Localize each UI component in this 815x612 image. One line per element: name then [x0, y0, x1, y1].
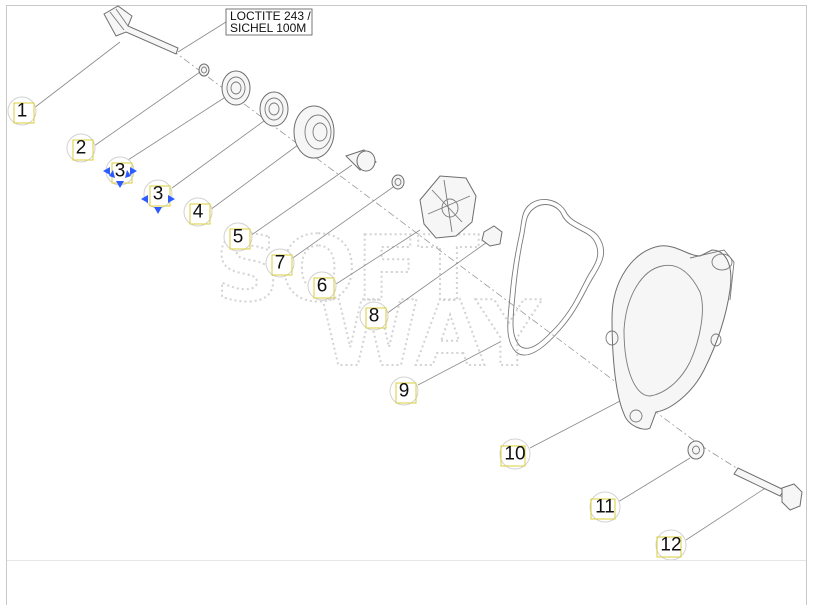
part-7-impeller	[419, 175, 477, 239]
part-3-bearing-a	[221, 70, 251, 106]
loctite-note: LOCTITE 243 / SICHEL 100M	[225, 8, 313, 36]
watermark-line2: WAY	[320, 282, 543, 387]
part-2-ring	[198, 63, 210, 77]
callout-4-label: 4	[193, 202, 204, 223]
part-10-pump-cover	[605, 245, 735, 430]
callout-6[interactable]: 6	[307, 271, 337, 301]
callout-8-label: 8	[369, 306, 380, 327]
part-9-gasket	[507, 199, 605, 356]
callout-7[interactable]: 7	[265, 248, 295, 278]
callout-3-second[interactable]: 3	[141, 179, 175, 214]
note-leader	[177, 21, 227, 53]
part-1-shaft	[103, 5, 179, 55]
note-line2: SICHEL 100M	[230, 21, 306, 35]
part-4-seal	[293, 105, 335, 159]
callout-8[interactable]: 8	[359, 301, 389, 331]
callout-3-second-label: 3	[153, 184, 164, 205]
callout-10-label: 10	[504, 444, 525, 465]
callout-3-first-label: 3	[115, 161, 126, 182]
part-5-sleeve	[345, 149, 377, 172]
callout-12[interactable]: 12	[655, 529, 687, 561]
callout-2[interactable]: 2	[66, 133, 96, 163]
callout-10[interactable]: 10	[499, 438, 531, 470]
selection-markers-3-first	[103, 167, 137, 188]
leader-lines	[33, 41, 771, 541]
part-12-bolt	[733, 467, 803, 511]
callout-11-label: 11	[595, 497, 615, 518]
callout-1-label: 1	[17, 101, 28, 122]
callout-4[interactable]: 4	[183, 197, 213, 227]
callout-12-label: 12	[660, 535, 681, 556]
callout-9-label: 9	[399, 381, 410, 402]
selection-markers-3-second	[141, 195, 175, 214]
callout-3-first[interactable]: 3	[103, 156, 137, 188]
callout-5-label: 5	[233, 227, 244, 248]
note-line1: LOCTITE 243 /	[230, 9, 311, 23]
callout-11[interactable]: 11	[589, 491, 621, 523]
callout-2-label: 2	[76, 138, 87, 159]
assembly-axis	[171, 49, 701, 446]
callout-7-label: 7	[275, 253, 286, 274]
part-11-washer	[687, 440, 705, 460]
part-3-bearing-b	[259, 91, 289, 127]
part-6-washer	[391, 174, 405, 190]
callout-5[interactable]: 5	[223, 222, 253, 252]
bottom-band	[7, 560, 806, 605]
callout-9[interactable]: 9	[389, 376, 419, 406]
callout-1[interactable]: 1	[7, 96, 37, 126]
part-8-nut	[481, 225, 503, 247]
callout-6-label: 6	[317, 276, 328, 297]
